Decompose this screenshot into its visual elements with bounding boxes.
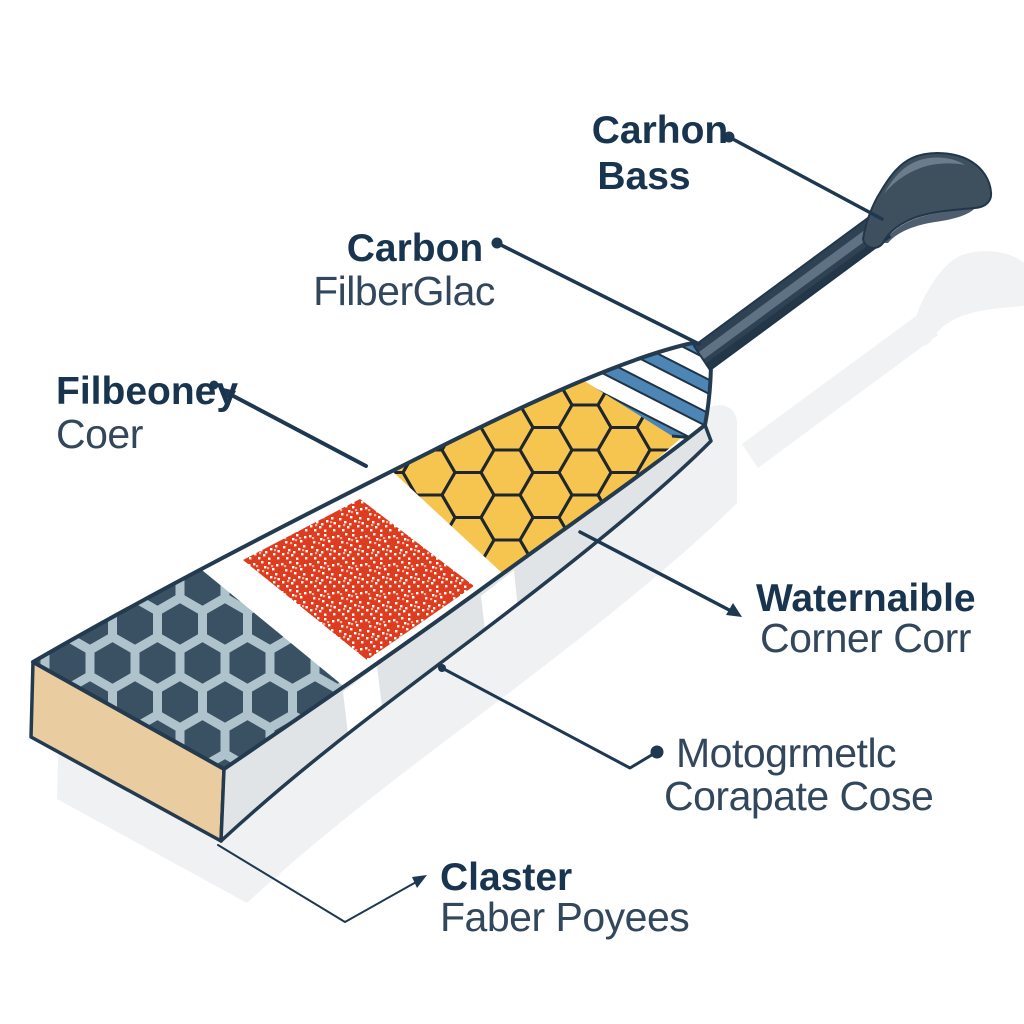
leader-waterproof-corner [578, 530, 742, 617]
label-monocoque-core-line2: Corapate Cose [664, 773, 933, 819]
leader-cluster-fiber [217, 844, 427, 923]
section-stripe-laminate [570, 343, 711, 440]
label-carbon-bass: Carhon Bass [592, 109, 729, 198]
label-cluster-fiber: Claster Faber Poyees [440, 856, 690, 940]
label-carbon-fiberglass-line1: Carbon [347, 227, 484, 270]
label-fiber-core-line2: Coer [56, 411, 143, 457]
label-cluster-fiber-line1: Claster [440, 856, 572, 899]
label-fiber-core-line1: Filbeoney [56, 370, 238, 413]
leader-fiber-core [209, 380, 368, 468]
section-red-weave [243, 499, 474, 660]
label-carbon-bass-line2: Bass [597, 155, 690, 198]
label-monocoque-core: Motogrmetlc Corapate Cose [664, 730, 934, 819]
blade-top-face [31, 341, 713, 771]
label-waterproof-corner-line2: Corner Corr [760, 615, 971, 661]
label-carbon-bass-line1: Carhon [592, 109, 729, 152]
shaft-lower-edge [705, 233, 890, 370]
handle-highlight [884, 157, 965, 194]
label-monocoque-core-line1: Motogrmetlc [676, 730, 896, 776]
label-fiber-core: Filbeoney Coer [56, 370, 238, 457]
label-cluster-fiber-line2: Faber Poyees [440, 894, 689, 940]
shaft [692, 213, 892, 372]
leader-carbon-fiberglass [491, 237, 701, 346]
handle-shading [883, 208, 975, 243]
shaft-highlight [699, 221, 883, 359]
t-grip-handle [862, 152, 993, 249]
shaft-shadow [742, 313, 938, 468]
label-carbon-fiberglass-line2: FilberGlac [313, 268, 495, 314]
label-carbon-fiberglass: Carbon FilberGlac [313, 227, 495, 314]
label-waterproof-corner: Waternaible Corner Corr [756, 577, 976, 661]
labels: Carhon Bass Carbon FilberGlac Filbeoney … [56, 109, 976, 940]
leader-lines [209, 131, 884, 923]
handle-shadow [911, 251, 1024, 346]
section-yellow-honeycomb [380, 370, 690, 585]
label-waterproof-corner-line1: Waternaible [756, 577, 976, 620]
leader-carbon-bass [723, 131, 884, 221]
leader-monocoque-core [438, 664, 664, 770]
